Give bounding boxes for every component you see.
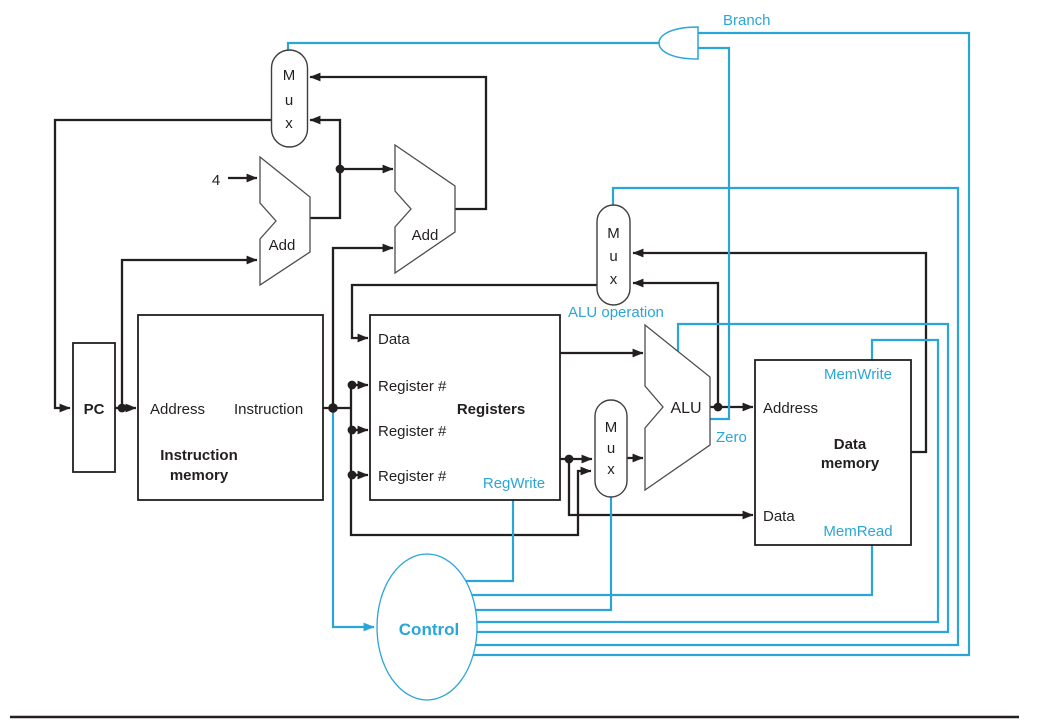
junction-dots <box>117 164 723 480</box>
wire-alusrc-signal <box>430 485 613 612</box>
reg-port3-label: Register # <box>378 468 447 485</box>
branch-label: Branch <box>723 12 771 29</box>
reg-port1-label: Register # <box>378 378 447 395</box>
components <box>72 26 912 701</box>
alusrc-mux <box>594 399 628 498</box>
pcsrc-mux-letters: M u x <box>283 67 296 132</box>
regwrite-label: RegWrite <box>483 475 545 492</box>
instruction-junction <box>328 403 338 413</box>
wire-read-data-to-memtoreg-mux <box>632 248 928 454</box>
wire-instruction-immediate-to-alusrc-mux <box>349 385 592 537</box>
wire-read-data2-to-data-memory <box>567 459 754 520</box>
im-title-line1: Instruction <box>160 447 238 464</box>
alu-result-junction <box>713 402 723 412</box>
alu-label: ALU <box>670 400 701 417</box>
wire-instruction-to-branch-add <box>331 243 394 408</box>
dm-title-line1: Data <box>834 436 867 453</box>
memwrite-label: MemWrite <box>824 366 892 383</box>
datapath-wires <box>53 72 928 537</box>
pcsrc-mux-letter-m: M <box>283 67 296 84</box>
control-unit <box>376 553 478 701</box>
memtoreg-mux-letter-u: u <box>609 248 617 265</box>
alusrc-mux-letter-u: u <box>607 440 615 457</box>
im-title-line2: memory <box>170 467 229 484</box>
branch-adder-label: Add <box>412 227 439 244</box>
registers-box <box>369 314 561 501</box>
register2-junction <box>347 425 357 435</box>
registers-title: Registers <box>457 401 525 418</box>
reg-data-port-label: Data <box>378 331 410 348</box>
im-address-port-label: Address <box>150 401 205 418</box>
memtoreg-mux-letter-x: x <box>610 271 618 288</box>
control-wires <box>286 31 971 657</box>
wire-branch-signal <box>430 31 971 657</box>
alusrc-mux-letter-x: x <box>607 461 615 478</box>
wire-alu-operation-signal <box>430 322 950 634</box>
wire-zero-to-and-gate <box>696 46 731 421</box>
pcsrc-mux-letter-u: u <box>285 92 293 109</box>
wire-instruction-to-control <box>331 408 375 632</box>
pc-label: PC <box>84 401 105 418</box>
memtoreg-mux <box>596 204 631 306</box>
memtoreg-mux-letter-m: M <box>607 225 620 242</box>
pc-adder-label: Add <box>269 237 296 254</box>
memread-label: MemRead <box>823 523 892 540</box>
constant-four-label: 4 <box>212 172 220 189</box>
pc-adder-shape <box>259 155 311 287</box>
dm-title-line2: memory <box>821 455 880 472</box>
pc-box <box>72 342 116 473</box>
register1-junction <box>347 380 357 390</box>
zero-label: Zero <box>716 429 747 446</box>
wire-pc-to-add <box>120 255 258 408</box>
wire-branch-add-to-pcsrc-mux <box>309 72 488 211</box>
wire-pcsrc-mux-to-pc <box>53 118 289 413</box>
control-label: Control <box>399 620 459 639</box>
dm-data-port-label: Data <box>763 508 795 525</box>
wire-memwrite-signal <box>430 338 940 624</box>
dm-address-port-label: Address <box>763 400 818 417</box>
wire-memtoreg-mux-to-write-data <box>350 283 605 343</box>
register3-junction <box>347 470 357 480</box>
alusrc-mux-letters: M u x <box>605 419 618 478</box>
read-data2-junction <box>564 454 574 464</box>
wire-memtoreg-signal <box>430 186 960 647</box>
data-memory-box <box>754 359 912 546</box>
wire-alu-result-to-memtoreg-mux <box>632 278 720 407</box>
pc4-junction <box>335 164 345 174</box>
im-instruction-port-label: Instruction <box>234 401 303 418</box>
wire-memread-signal <box>430 541 874 597</box>
memtoreg-mux-letters: M u x <box>607 225 620 288</box>
alu-operation-label: ALU operation <box>568 304 664 321</box>
alusrc-mux-letter-m: M <box>605 419 618 436</box>
reg-port2-label: Register # <box>378 423 447 440</box>
pcsrc-mux-letter-x: x <box>285 115 293 132</box>
and-gate <box>658 26 699 60</box>
pcsrc-mux <box>270 49 309 148</box>
instruction-memory-box <box>137 314 324 501</box>
pc-output-junction <box>117 403 127 413</box>
branch-adder-shape <box>394 143 456 275</box>
alu-shape <box>644 323 711 492</box>
labels: PC Address Instruction Instruction memor… <box>84 12 893 639</box>
